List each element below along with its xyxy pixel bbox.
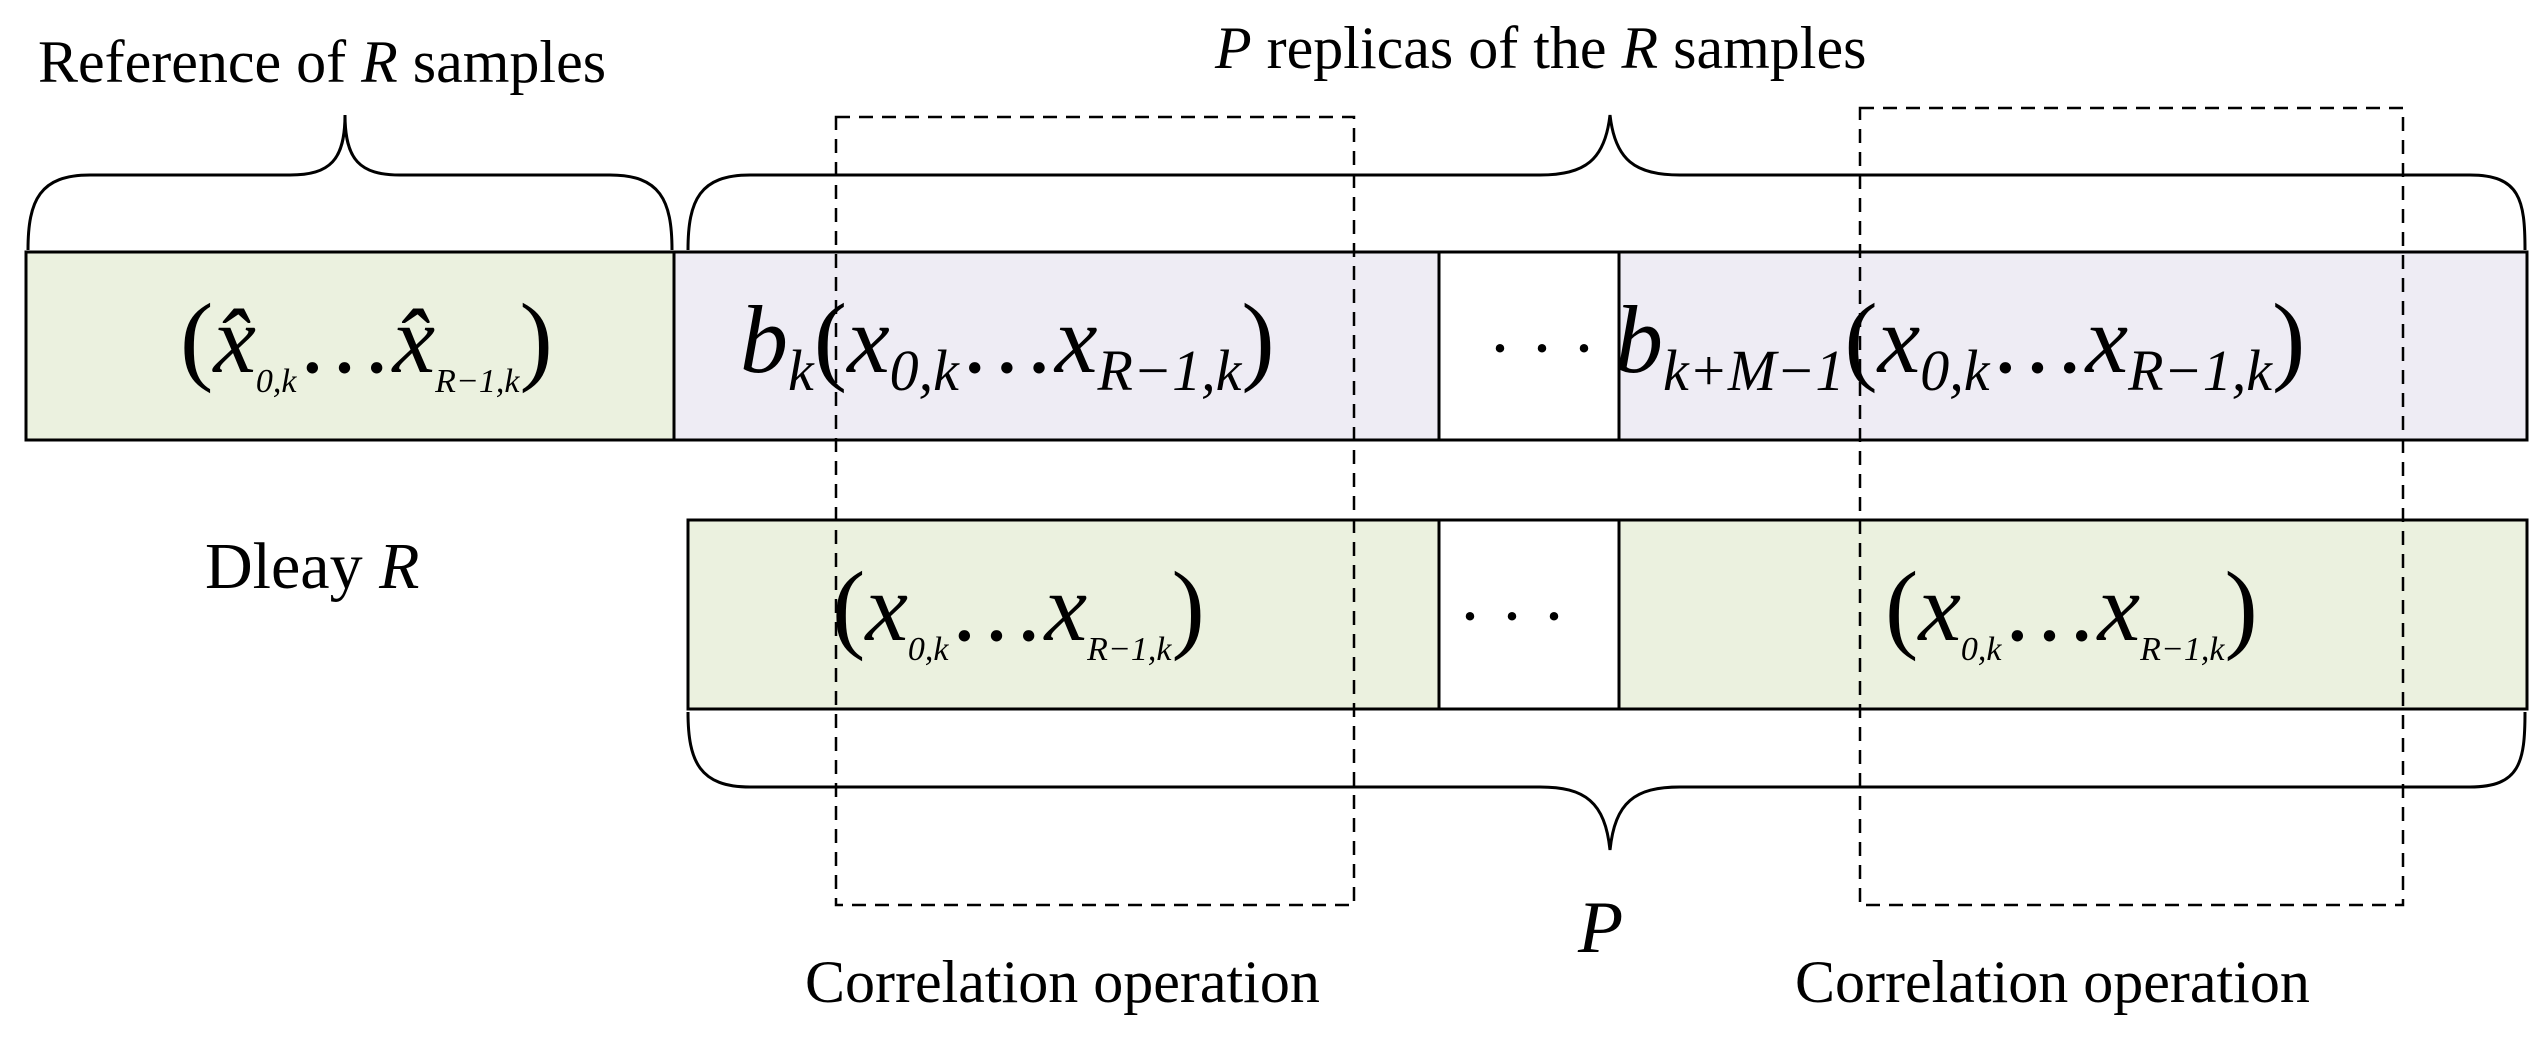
delay-label: Dleay R [205,530,419,603]
top-ellipsis: · · · [1488,308,1596,388]
reference-formula: (x̂0,k…x̂R−1,k) [180,283,553,400]
correlation-label-left: Correlation operation [805,949,1320,1015]
replica-first-cell [672,250,1441,442]
delayed-first-formula: (x0,k…xR−1,k) [832,551,1205,668]
replicas-title: P replicas of the R samples [1214,15,1866,81]
bottom-ellipsis-cell [1437,518,1621,711]
delayed-last-formula: (x0,k…xR−1,k) [1885,551,2258,668]
delayed-last-cell [1617,518,2529,711]
bottom-ellipsis: · · · [1458,576,1566,656]
p-label: P [1577,887,1623,969]
reference-title: Reference of R samples [38,29,606,95]
replica-first-formula: bk(x0,k…xR−1,k) [740,283,1275,403]
delayed-first-cell [686,518,1441,711]
reference-brace [26,114,674,251]
reference-cell [24,250,676,442]
correlation-window-right [1858,106,2405,907]
correlation-window-left [834,115,1356,907]
correlation-label-right: Correlation operation [1795,949,2310,1015]
replica-last-formula: bk+M−1(x0,k…xR−1,k) [1615,283,2305,403]
replicas-brace [686,114,2527,251]
p-brace [686,711,2527,851]
replica-last-cell [1617,250,2529,442]
top-ellipsis-cell [1437,250,1621,442]
